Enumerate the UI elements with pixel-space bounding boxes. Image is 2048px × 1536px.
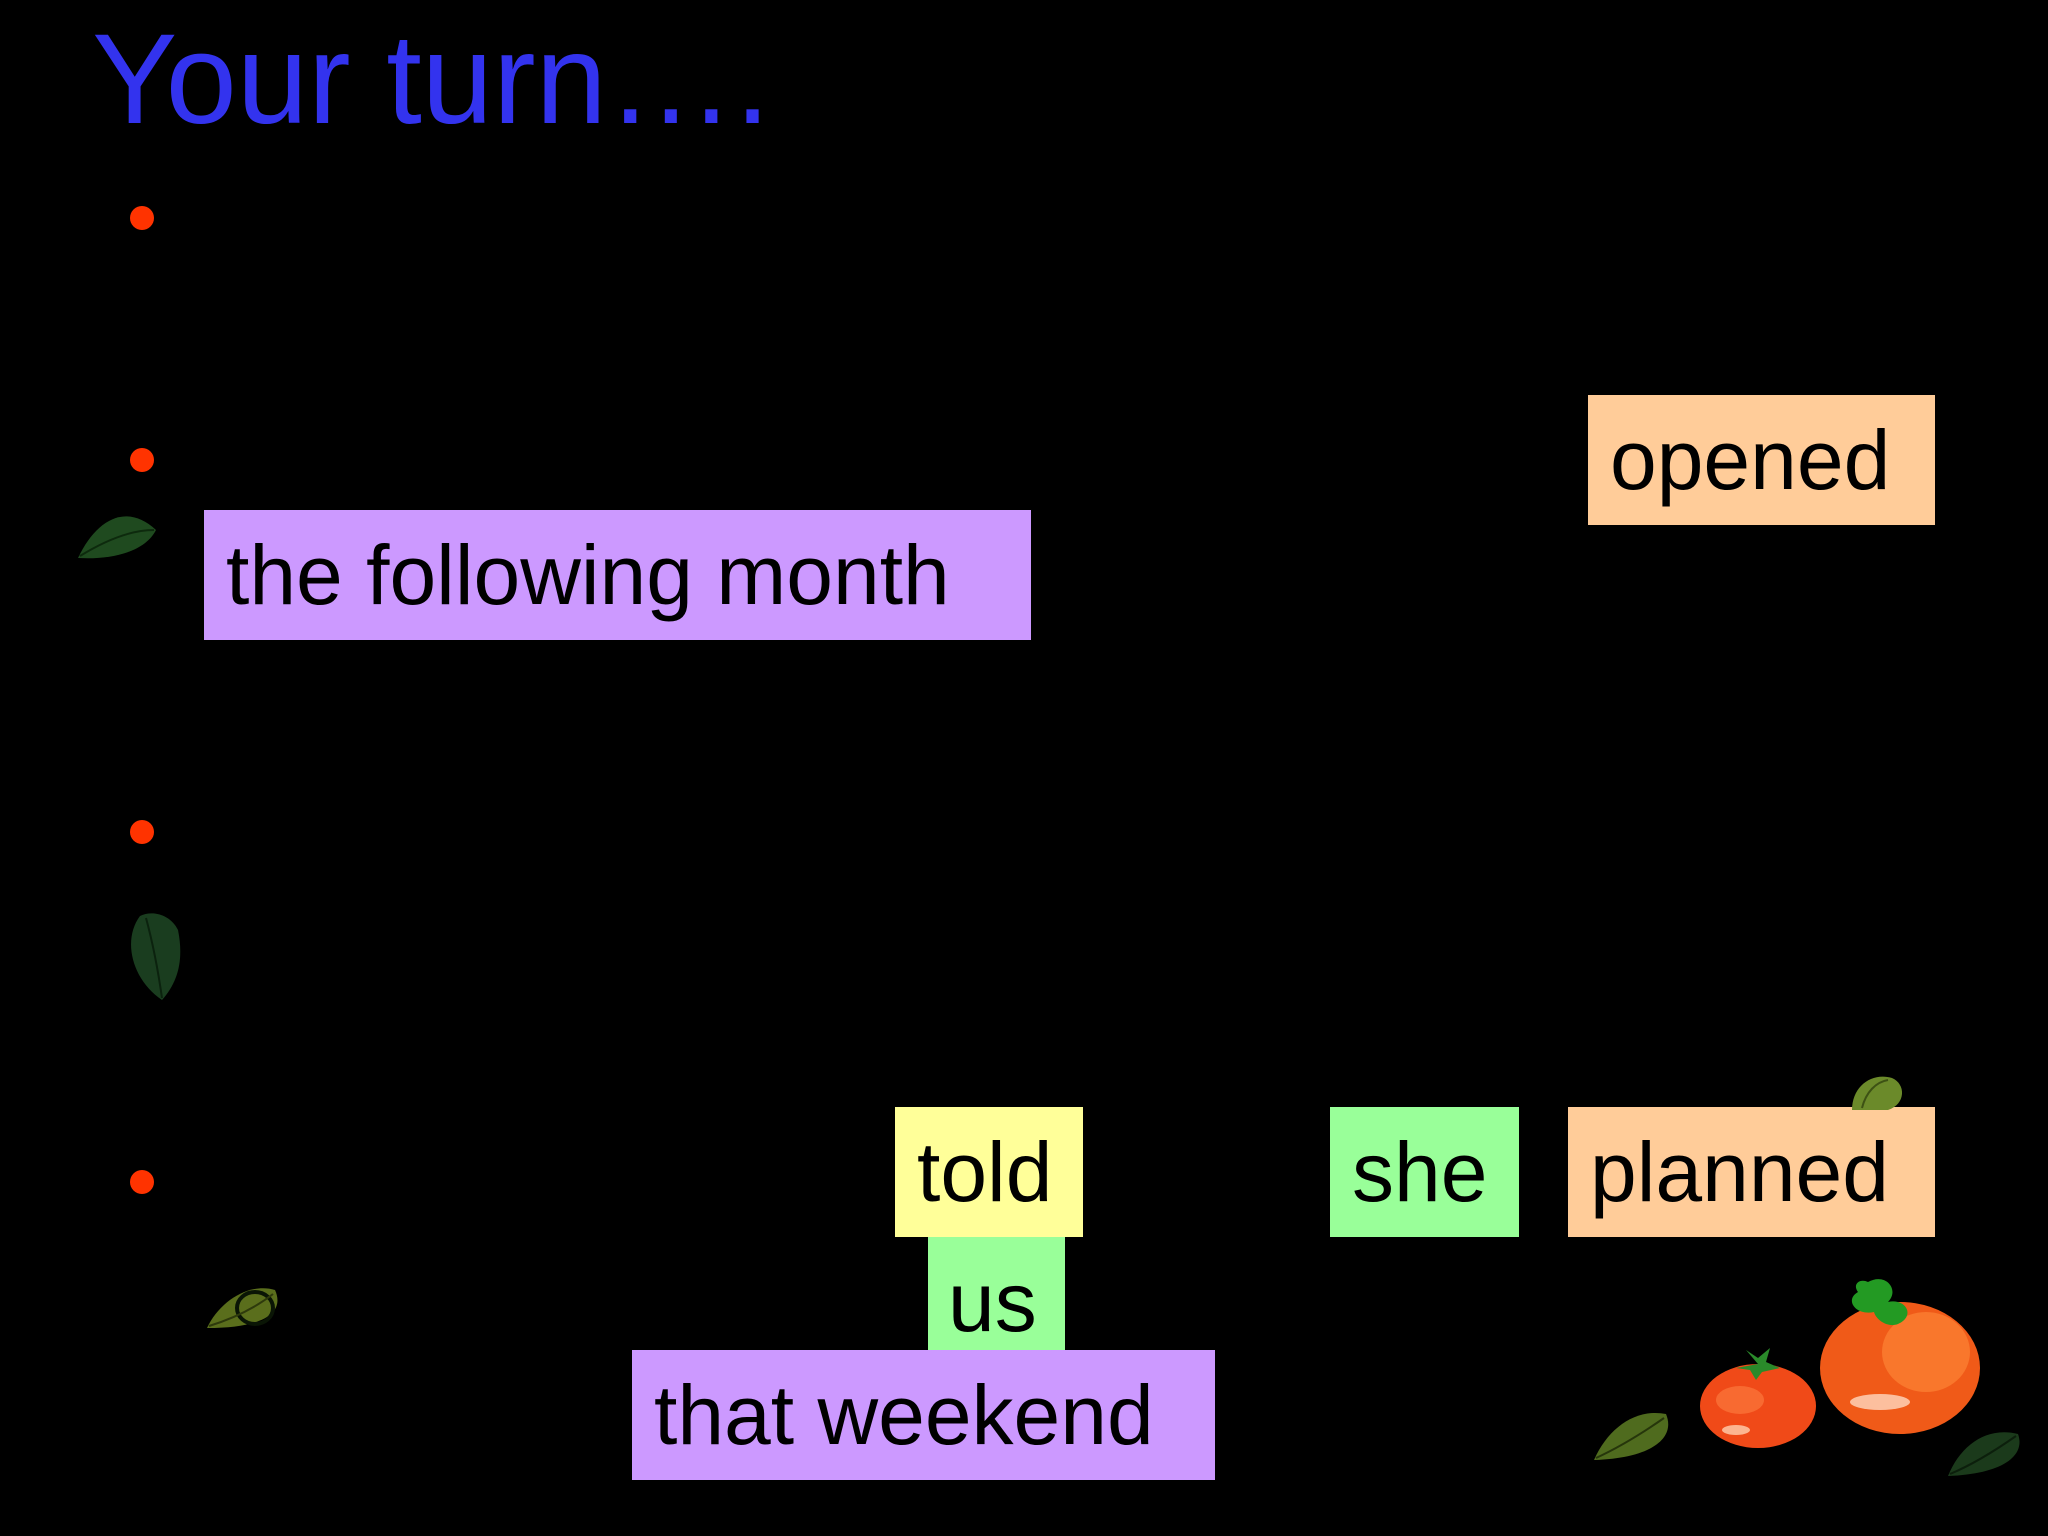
- bullet-4: [130, 1170, 154, 1194]
- bullet-1: [130, 206, 154, 230]
- word-card-opened[interactable]: opened: [1588, 395, 1935, 525]
- word-card-that-weekend[interactable]: that weekend: [632, 1350, 1215, 1480]
- leaf-icon: [1948, 1432, 2020, 1476]
- word-card-planned[interactable]: planned: [1568, 1107, 1935, 1237]
- leaf-icon: [131, 913, 181, 1000]
- leaf-icon: [1852, 1076, 1903, 1110]
- tomato-icon: [1700, 1348, 1816, 1448]
- bullet-3: [130, 820, 154, 844]
- word-card-she[interactable]: she: [1330, 1107, 1519, 1237]
- word-card-the-following-month[interactable]: the following month: [204, 510, 1031, 640]
- slide-title: Your turn….: [92, 8, 771, 151]
- word-card-us[interactable]: us: [928, 1237, 1065, 1357]
- leaf-icon: [207, 1288, 278, 1328]
- word-card-told[interactable]: told: [895, 1107, 1083, 1237]
- tomato-icon: [1820, 1279, 1980, 1434]
- bullet-2: [130, 448, 154, 472]
- leaf-icon: [1594, 1412, 1669, 1460]
- leaf-icon: [78, 516, 156, 559]
